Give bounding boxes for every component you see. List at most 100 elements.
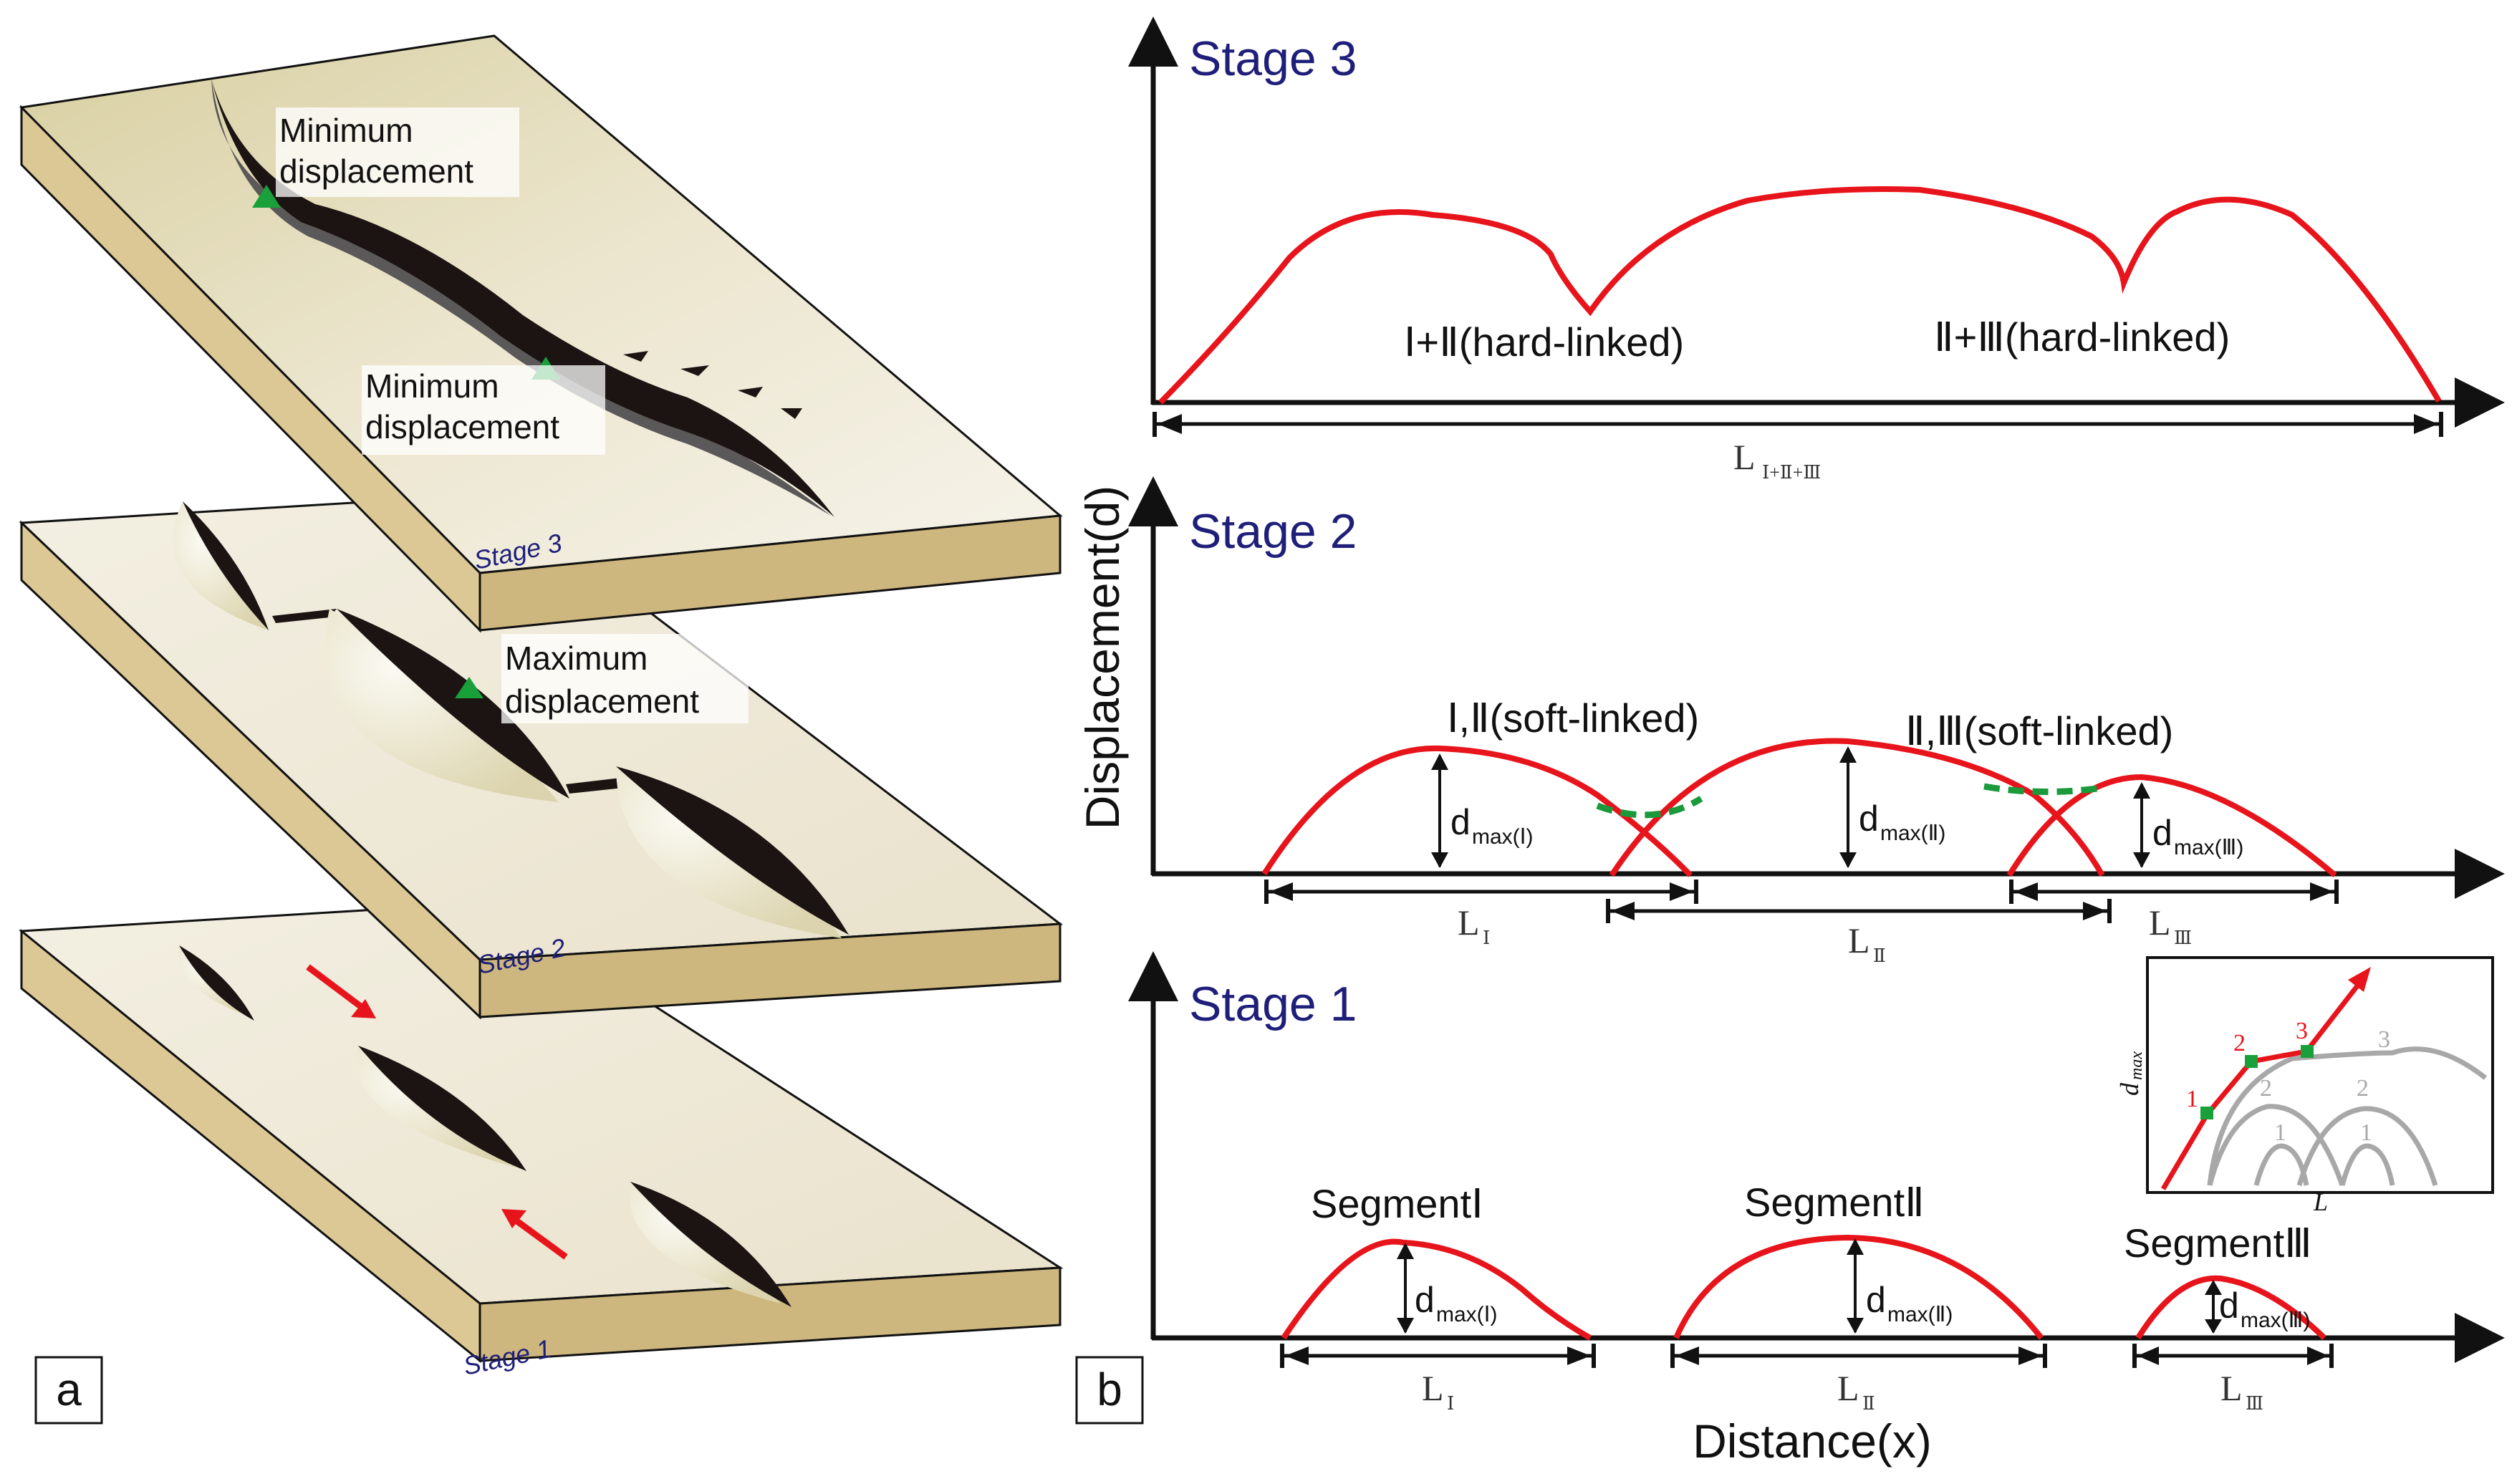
fault-stage3 bbox=[211, 79, 834, 517]
stage3-length-sub: Ⅰ+Ⅱ+Ⅲ bbox=[1762, 462, 1821, 483]
ann-max-line2: displacement bbox=[505, 683, 699, 720]
stage2-soft-link-2 bbox=[1983, 783, 2103, 796]
stage1-seg1: SegmentⅠ bbox=[1311, 1181, 1483, 1226]
fault-stage3-splays bbox=[623, 351, 802, 419]
stage2-dmax2-sub: max(Ⅱ) bbox=[1880, 822, 1945, 845]
inset-red-2: 2 bbox=[2233, 1030, 2246, 1056]
stage1-dmax3-label: d bbox=[2219, 1286, 2239, 1326]
red-arrow-top-head bbox=[351, 999, 376, 1018]
inset-frame bbox=[2146, 956, 2494, 1194]
stage1-L1-sub: Ⅰ bbox=[1447, 1393, 1454, 1414]
stage3-title: Stage 3 bbox=[1189, 32, 1357, 86]
stage1-dmax1-arrow-top bbox=[1397, 1243, 1414, 1259]
inset-y-label-sub: max bbox=[2127, 1051, 2146, 1080]
stage2-soft-link-1 bbox=[1596, 796, 1703, 819]
stage2-title: Stage 2 bbox=[1189, 504, 1357, 559]
ann-min2-line2: displacement bbox=[365, 408, 559, 445]
inset-marker-3 bbox=[2301, 1045, 2314, 1058]
stage1-dmax3-arrow-top bbox=[2205, 1280, 2222, 1295]
block-stage2: Maximum displacement Stage 2 bbox=[19, 493, 1064, 1020]
stage2-dmax2-arrow-top bbox=[1839, 746, 1857, 763]
red-arrow-bottom bbox=[510, 1215, 568, 1260]
stage2-link1: Ⅰ,Ⅱ(soft-linked) bbox=[1447, 695, 1699, 741]
ann-min2-line1: Minimum bbox=[365, 367, 499, 405]
stage2-dmax1-arrow-bottom bbox=[1431, 852, 1448, 868]
stage3-link1: Ⅰ+Ⅱ(hard-linked) bbox=[1404, 319, 1684, 365]
stage1-dmax3-arrow-bottom bbox=[2205, 1319, 2222, 1334]
stage1-dmax2-label: d bbox=[1866, 1280, 1886, 1320]
stage2-dmax3-arrow-top bbox=[2133, 782, 2150, 799]
block-stage2-right bbox=[478, 922, 1062, 1018]
stage3-length-arrow-left bbox=[1158, 414, 1182, 434]
stage2-link2: Ⅱ,Ⅲ(soft-linked) bbox=[1905, 708, 2173, 753]
inset-gray-1a: 1 bbox=[2274, 1119, 2286, 1146]
stage2-dmax3-label: d bbox=[2152, 813, 2172, 853]
stage2-L1-sub: Ⅰ bbox=[1483, 928, 1490, 948]
inset-y-label: d bbox=[2115, 1082, 2144, 1096]
stage1-L2-arrow-left bbox=[1675, 1346, 1699, 1365]
inset-gray-curve-3 bbox=[2207, 1046, 2488, 1186]
stage2-L2-label: L bbox=[1848, 920, 1870, 960]
panel-a: Stage 1 Maximum displacement Stage 2 bbox=[19, 34, 1064, 1425]
panel-b-letter-box bbox=[1075, 1356, 1144, 1425]
ann-min1-line2: displacement bbox=[279, 153, 473, 190]
inset-marker-1 bbox=[2200, 1107, 2213, 1119]
stage2-L2-sub: Ⅱ bbox=[1873, 945, 1886, 966]
stage1-curve-2 bbox=[1673, 1234, 2044, 1340]
stage1-chart: Stage 1 SegmentⅠ SegmentⅡ SegmentⅢ d max… bbox=[1128, 951, 2505, 1414]
stage2-curve-1 bbox=[1261, 745, 1693, 877]
stage2-L1-arrow-right bbox=[1670, 882, 1693, 901]
fault-stage1-segment2 bbox=[358, 1046, 526, 1171]
inset-gray-curve-2b bbox=[2296, 1106, 2438, 1187]
stage1-curve-3 bbox=[2135, 1275, 2326, 1340]
fault-stage2-segment1 bbox=[183, 501, 269, 630]
stage2-dmax1-arrow-top bbox=[1431, 753, 1448, 770]
inset-gray-2a: 2 bbox=[2260, 1075, 2272, 1102]
panel-a-letter: a bbox=[56, 1364, 82, 1415]
inset-red-arrowhead bbox=[2348, 967, 2371, 992]
stage1-L1-arrow-right bbox=[1567, 1346, 1591, 1365]
inset-gray-curve-1a bbox=[2253, 1143, 2309, 1186]
inset-plot: 1 2 3 3 2 2 1 1 d max L bbox=[2115, 956, 2494, 1216]
fault-stage2-segment3 bbox=[616, 766, 849, 935]
stage2-L1-arrow-left bbox=[1269, 882, 1293, 901]
inset-gray-1b: 1 bbox=[2360, 1119, 2372, 1146]
stage2-L3-arrow-left bbox=[2014, 882, 2038, 901]
stage2-L2-arrow-left bbox=[1611, 902, 1635, 920]
inset-marker-2 bbox=[2245, 1055, 2258, 1068]
y-axis-title: Displacement(d) bbox=[1076, 486, 1129, 830]
panel-a-letter-box bbox=[34, 1356, 103, 1425]
stage1-curve-1 bbox=[1281, 1238, 1592, 1341]
stage1-dmax1-label: d bbox=[1415, 1280, 1435, 1320]
fault-stage2-segment2 bbox=[337, 609, 569, 799]
stage2-dmax1-sub: max(Ⅰ) bbox=[1472, 825, 1534, 849]
fault-stage1-segment1 bbox=[179, 945, 254, 1021]
stage1-dmax2-arrow-bottom bbox=[1847, 1318, 1864, 1334]
stage2-L1-label: L bbox=[1458, 902, 1480, 943]
stage2-chart: Stage 2 Ⅰ,Ⅱ(soft-linked) Ⅱ,Ⅲ(soft-linked… bbox=[1128, 476, 2505, 966]
panel-b: Displacement(d) Distance(x) Stage 3 Ⅰ+Ⅱ(… bbox=[1075, 16, 2505, 1468]
fault-stage1-segment3 bbox=[630, 1182, 791, 1307]
block-stage1: Stage 1 bbox=[19, 901, 1064, 1381]
stage1-seg2: SegmentⅡ bbox=[1744, 1180, 1925, 1225]
fault-stage3-shadow bbox=[211, 79, 831, 516]
ann-min1-bg bbox=[276, 107, 519, 197]
stage2-L3-sub: Ⅲ bbox=[2174, 928, 2192, 948]
stage1-L3-arrow-right bbox=[2307, 1346, 2329, 1365]
stage2-dmax2-arrow-bottom bbox=[1839, 852, 1857, 868]
ann-max-bg bbox=[501, 634, 749, 723]
stage3-length-arrow-right bbox=[2414, 414, 2438, 434]
stage1-L3-label: L bbox=[2220, 1368, 2243, 1408]
stage2-curve-2 bbox=[1609, 738, 2105, 877]
stage1-L1-arrow-left bbox=[1285, 1346, 1309, 1365]
inset-gray-3: 3 bbox=[2378, 1026, 2390, 1053]
stage1-dmax1-sub: max(Ⅰ) bbox=[1436, 1303, 1498, 1326]
stage1-L3-sub: Ⅲ bbox=[2246, 1393, 2263, 1414]
stage3-curve bbox=[1158, 186, 2442, 405]
fault-stage2-link1 bbox=[272, 609, 337, 623]
stage2-dmax2-label: d bbox=[1859, 799, 1879, 839]
stage2-L3-label: L bbox=[2149, 902, 2171, 943]
stage1-L1-label: L bbox=[1422, 1368, 1444, 1408]
ann-min1-line1: Minimum bbox=[279, 112, 413, 149]
